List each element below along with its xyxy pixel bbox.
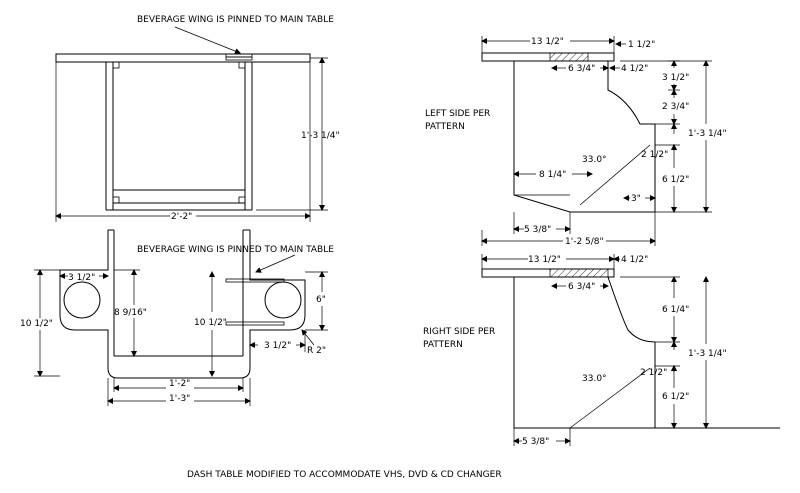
left-v1-dim: 3 1/2" [662,73,689,83]
left-hatch-len-dim: 6 3/4" [568,64,595,74]
right-side-hatch [549,268,609,278]
left-total-height-dim: 1'-3 1/4" [688,129,727,139]
right-step-dim: 4 1/2" [621,255,648,265]
right-side-view: RIGHT SIDE PER PATTERN 13 1/2" 4 1/2" 6 … [423,254,780,447]
left-base-len-dim: 8 1/4" [539,170,566,180]
left-side-tabletop [481,52,615,62]
top-view-width-dim: 2'-2" [171,212,192,222]
plan-radius-dim: R 2" [307,346,326,356]
right-cup-hole [264,281,302,319]
plan-hole-offset-dim: 3 1/2" [68,273,95,283]
left-top-length-dim: 13 1/2" [531,37,564,47]
right-top-length-dim: 13 1/2" [528,255,561,265]
right-side-label-2: PATTERN [423,340,463,350]
left-side-view: LEFT SIDE PER PATTERN 13 1/2" 1 1/2" 6 3… [425,36,727,247]
plan-center-depth-dim: 10 1/2" [194,318,227,328]
left-v3-dim: 2 1/2" [641,150,668,160]
top-view-note-leader [174,26,241,54]
left-lower-b-dim: 1'-2 5/8" [565,237,604,247]
top-view-height-dim: 1'-3 1/4" [301,131,340,141]
right-base-len-dim: 5 3/8" [522,437,549,447]
plan-inner-width-dim: 1'-2" [169,379,190,389]
right-hatch-len-dim: 6 3/4" [568,282,595,292]
right-side-tabletop [481,268,615,278]
left-v4-dim: 6 1/2" [662,175,689,185]
left-v2-dim: 2 3/4" [662,102,689,112]
plan-inner-depth-dim: 8 9/16" [114,308,147,318]
left-side-hatch [549,52,589,62]
plan-right-height-dim: 6" [316,295,326,305]
plan-right-offset-dim: 3 1/2" [264,341,291,351]
top-view: BEVERAGE WING IS PINNED TO MAIN TABLE 1'… [55,15,340,222]
right-v2-dim: 2 1/2" [640,368,667,378]
left-step-dim: 4 1/2" [621,64,648,74]
left-side-profile [513,61,656,213]
left-lower-a-dim: 5 3/8" [524,225,551,235]
plan-outer-width-dim: 1'-3" [169,394,190,404]
left-base-small-dim: 3" [631,194,641,204]
left-cup-hole [63,281,101,319]
left-side-label-1: LEFT SIDE PER [425,109,490,119]
right-side-label-1: RIGHT SIDE PER [423,327,495,337]
left-angle-dim: 33.0° [582,155,607,165]
plan-view: BEVERAGE WING IS PINNED TO MAIN TABLE 10… [20,229,334,406]
right-v1-dim: 6 1/4" [662,305,689,315]
plan-wing-depth-dim: 10 1/2" [20,319,53,329]
plan-view-note: BEVERAGE WING IS PINNED TO MAIN TABLE [137,245,334,255]
left-side-label-2: PATTERN [425,122,465,132]
top-view-note: BEVERAGE WING IS PINNED TO MAIN TABLE [137,15,334,25]
drawing-caption: DASH TABLE MODIFIED TO ACCOMMODATE VHS, … [187,470,502,480]
left-top-thick-dim: 1 1/2" [628,40,655,50]
top-view-tabletop [55,53,311,63]
right-total-height-dim: 1'-3 1/4" [688,349,727,359]
right-v3-dim: 6 1/2" [662,392,689,402]
right-angle-dim: 33.0° [582,374,607,384]
right-side-profile [607,276,656,428]
plan-view-outline [59,230,306,379]
